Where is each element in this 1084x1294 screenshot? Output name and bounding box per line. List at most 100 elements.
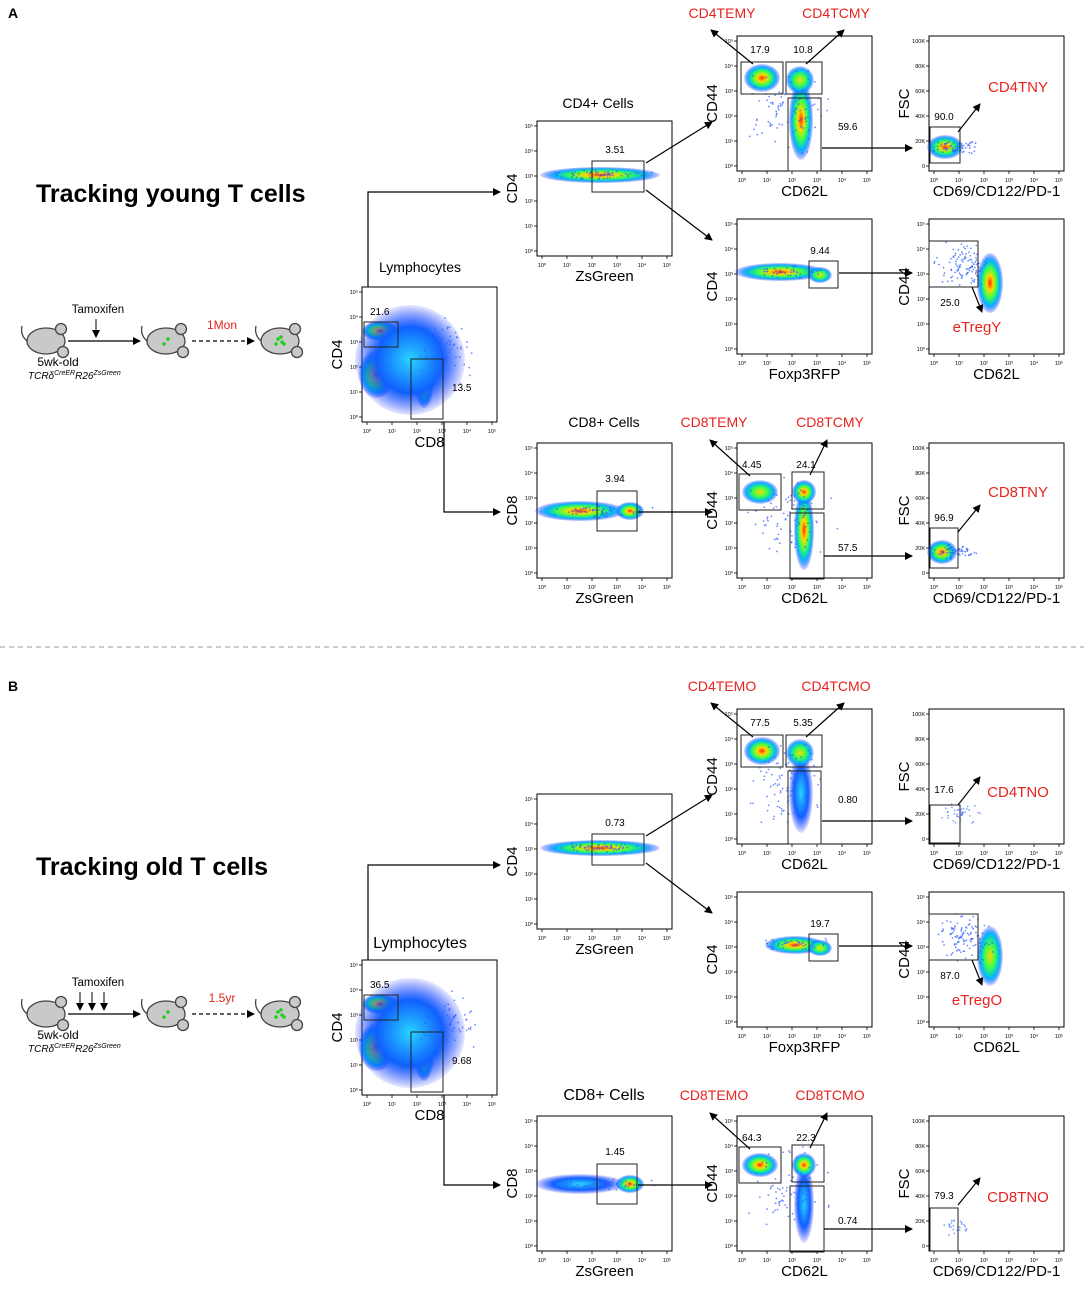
event-dot — [571, 175, 574, 178]
event-dot — [802, 516, 805, 519]
x-tick-label: 10² — [788, 361, 796, 367]
event-dot — [769, 122, 771, 124]
event-dot — [973, 146, 976, 148]
event-dot — [949, 556, 952, 559]
event-dot — [776, 525, 779, 528]
y-tick-label: 10⁵ — [350, 962, 358, 969]
event-dot — [963, 1224, 965, 1226]
event-dot — [949, 257, 952, 260]
event-dot — [778, 123, 781, 126]
event-dot — [795, 1192, 798, 1195]
event-dot — [836, 527, 839, 530]
event-dot — [804, 108, 807, 111]
event-dot — [970, 259, 973, 261]
event-dot — [936, 148, 939, 151]
event-dot — [778, 271, 781, 274]
y-tick-label: 10¹ — [525, 224, 533, 230]
mouse-ear — [54, 995, 68, 1009]
event-dot — [774, 140, 777, 143]
zsgreen-percent: 1.45 — [605, 1147, 625, 1158]
x-tick-label: 10² — [980, 361, 988, 367]
naive-gate — [929, 1207, 959, 1252]
event-dot — [952, 1228, 955, 1231]
event-dot — [951, 931, 954, 934]
event-dot — [437, 1047, 439, 1050]
event-dot — [962, 938, 965, 941]
event-dot — [795, 524, 798, 527]
event-dot — [785, 266, 788, 269]
event-dot — [767, 804, 770, 807]
event-dot — [565, 1181, 567, 1184]
event-dot — [752, 802, 754, 805]
event-dot — [444, 345, 446, 347]
event-dot — [956, 277, 959, 280]
event-dot — [975, 931, 977, 934]
event-dot — [449, 341, 452, 344]
tem-gate — [740, 734, 784, 768]
event-dot — [790, 790, 792, 793]
event-dot — [776, 550, 778, 553]
x-tick-label: 10⁴ — [1030, 177, 1039, 184]
event-dot — [765, 76, 768, 79]
event-dot — [463, 363, 466, 366]
event-dot — [597, 509, 600, 511]
cd8-naive-density — [794, 1163, 814, 1243]
y-axis-label: CD4 — [329, 1012, 346, 1042]
event-dot — [638, 509, 640, 512]
event-dot — [803, 1183, 806, 1185]
event-dot — [957, 948, 960, 951]
event-dot — [420, 355, 423, 358]
event-dot — [580, 843, 582, 846]
event-dot — [470, 1010, 473, 1013]
event-dot — [430, 362, 433, 365]
event-dot — [763, 775, 766, 778]
cd8-percent: 9.68 — [452, 1056, 472, 1067]
x-axis-label: Foxp3RFP — [769, 1039, 841, 1056]
event-dot — [796, 940, 799, 943]
event-dot — [440, 1015, 443, 1018]
x-tick-label: 10⁰ — [538, 1257, 547, 1264]
x-tick-label: 10² — [588, 263, 596, 269]
y-tick-label: 10⁴ — [725, 246, 734, 253]
y-tick-label: 10⁰ — [725, 163, 734, 170]
event-dot — [792, 268, 795, 271]
event-dot — [773, 756, 776, 758]
cd4-zsgreen-plot: 10⁰10⁰10¹10¹10²10²10³10³10⁴10⁴10⁵10⁵ZsGr… — [504, 793, 673, 958]
event-dot — [754, 523, 757, 526]
event-dot — [651, 506, 654, 509]
event-dot — [949, 932, 952, 935]
arrow-to-cd4 — [367, 861, 501, 960]
event-dot — [594, 852, 597, 855]
etreg-gate — [928, 913, 979, 961]
event-dot — [959, 1220, 962, 1223]
zsgreen-cell — [276, 1010, 280, 1014]
event-dot — [962, 807, 965, 810]
event-dot — [612, 174, 615, 177]
event-dot — [933, 549, 936, 551]
event-dot — [765, 270, 768, 273]
y-tick-label: 10⁰ — [725, 570, 734, 577]
event-dot — [434, 354, 437, 357]
event-dot — [427, 1016, 430, 1019]
event-dot — [964, 257, 967, 259]
event-dot — [459, 348, 462, 350]
event-dot — [968, 809, 971, 811]
event-dot — [438, 335, 441, 338]
event-dot — [637, 171, 640, 174]
event-dot — [971, 140, 974, 143]
event-dot — [448, 1009, 451, 1011]
x-tick-label: 10¹ — [563, 936, 571, 942]
event-dot — [771, 123, 773, 126]
x-tick-label: 10² — [413, 429, 421, 435]
event-dot — [597, 171, 599, 174]
event-dot — [753, 85, 756, 88]
event-dot — [572, 848, 575, 851]
event-dot — [778, 1202, 780, 1205]
event-dot — [769, 785, 772, 788]
event-dot — [778, 1204, 781, 1207]
event-dot — [770, 101, 772, 104]
y-tick-label: 10³ — [350, 340, 358, 346]
event-dot — [958, 265, 961, 267]
event-dot — [805, 1214, 808, 1217]
event-dot — [783, 942, 786, 945]
